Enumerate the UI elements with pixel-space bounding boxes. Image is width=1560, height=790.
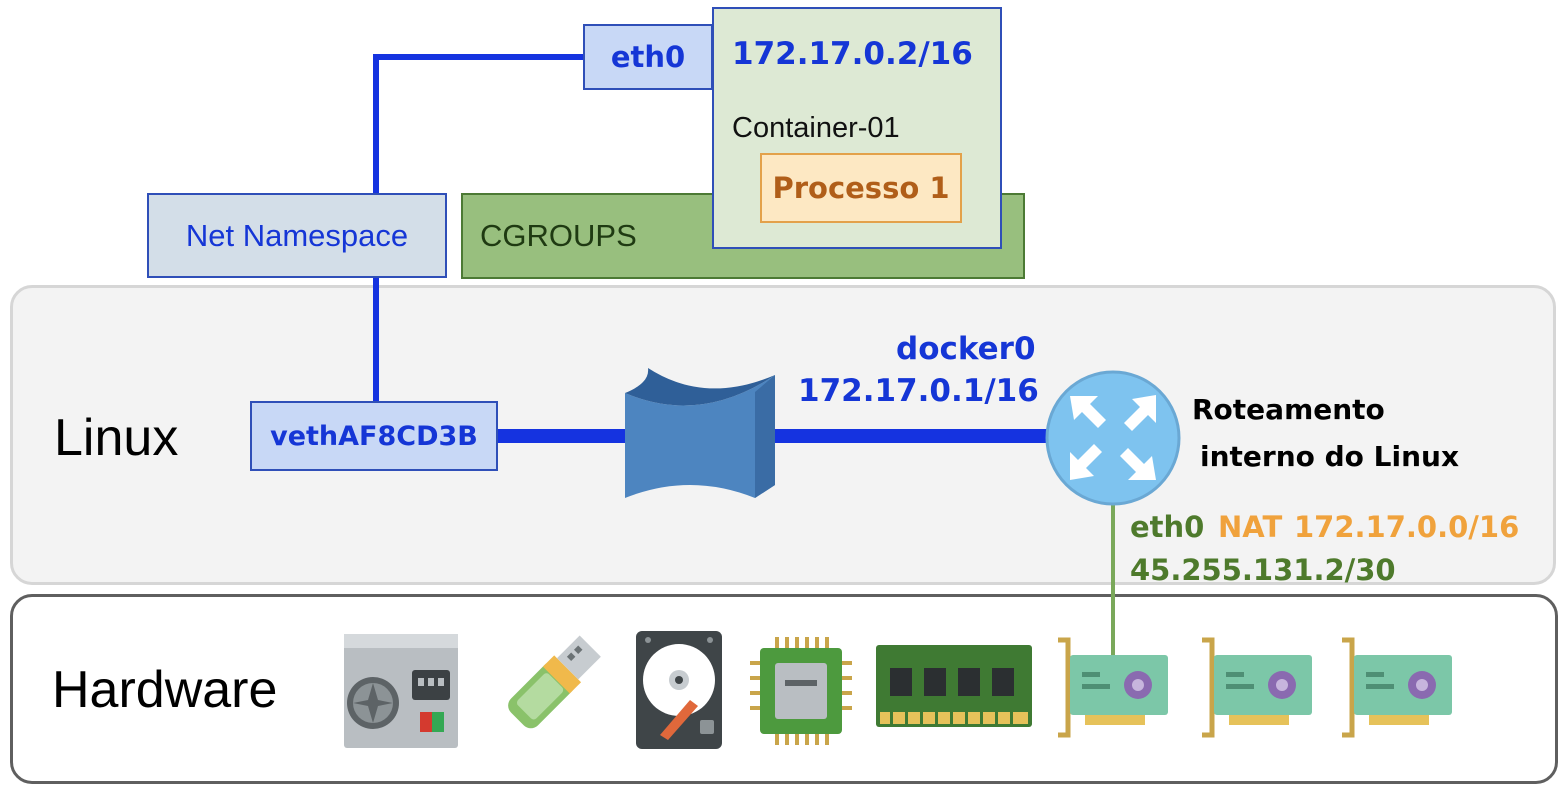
linux-layer-title: Linux	[54, 409, 179, 467]
host-ip-label: 45.255.131.2/30	[1130, 553, 1396, 587]
container-eth0-box: eth0	[583, 24, 713, 90]
hardware-layer-title: Hardware	[52, 661, 278, 719]
nat-label: NAT	[1218, 510, 1283, 544]
container-ip-label: 172.17.0.2/16	[732, 36, 973, 72]
router-icon	[1045, 370, 1181, 506]
veth-interface-box: vethAF8CD3B	[250, 401, 498, 471]
power-supply-icon	[344, 634, 458, 748]
ram-module-icon	[876, 645, 1032, 727]
nat-range-label: 172.17.0.0/16	[1294, 510, 1520, 544]
router-label-line1: Roteamento	[1192, 393, 1385, 426]
network-card-icon	[1058, 637, 1168, 738]
host-eth0-label: eth0	[1130, 510, 1205, 544]
container-name-label: Container-01	[732, 112, 900, 144]
process-box: Processo 1	[760, 153, 962, 223]
bridge-ip-label: 172.17.0.1/16	[798, 373, 1039, 409]
bridge-icon	[625, 368, 775, 498]
namespace-to-eth0-link	[373, 54, 583, 193]
bridge-name-label: docker0	[896, 331, 1036, 367]
hard-disk-icon	[636, 631, 722, 749]
cpu-chip-icon	[750, 637, 852, 745]
network-card-icon	[1342, 637, 1452, 738]
cgroups-label: CGROUPS	[480, 218, 637, 253]
network-card-icon	[1202, 637, 1312, 738]
net-namespace-box: Net Namespace	[147, 193, 447, 278]
router-label-line2: interno do Linux	[1200, 440, 1460, 473]
usb-drive-icon	[508, 635, 601, 729]
